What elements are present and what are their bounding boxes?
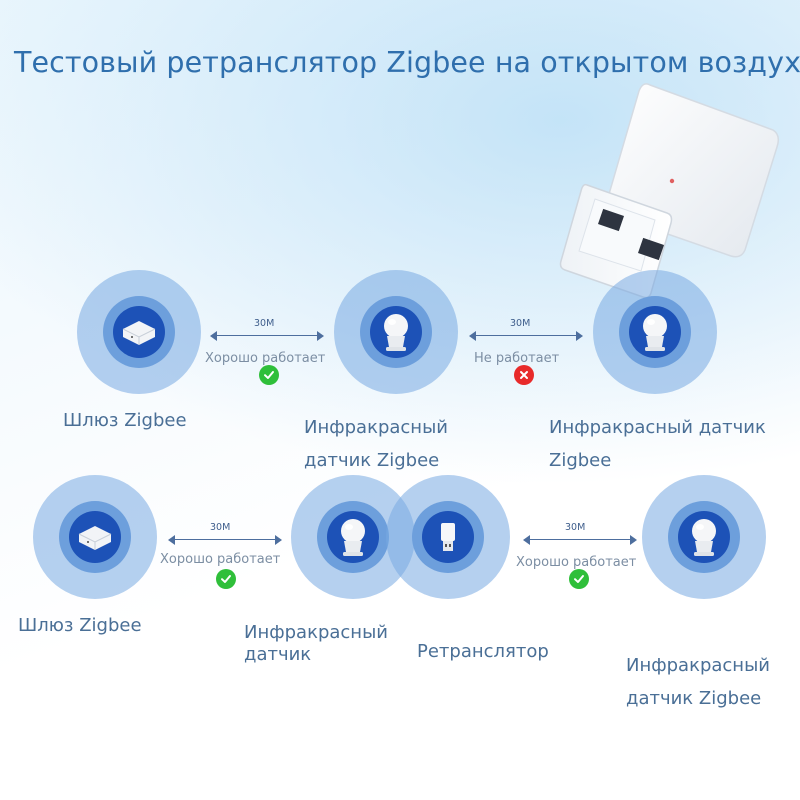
usb-repeater-icon <box>441 523 455 551</box>
double-arrow <box>523 534 637 545</box>
row2-gateway-label: Шлюз Zigbee <box>18 615 142 636</box>
zigbee-gateway-icon <box>78 526 112 550</box>
row2-gateway-node <box>33 475 157 599</box>
distance-label: 30M <box>565 522 586 533</box>
infrared-sensor-icon <box>643 314 667 351</box>
link-status-text: Не работает <box>474 351 560 366</box>
row1-gateway-label: Шлюз Zigbee <box>63 410 187 431</box>
row2-repeater-node <box>386 475 510 599</box>
row2-far-sensor-label: Инфракрасный датчик Zigbee <box>626 655 770 709</box>
check-icon <box>569 569 589 589</box>
page-title: Тестовый ретранслятор Zigbee на открытом… <box>14 46 800 79</box>
row1-sensor-node <box>334 270 458 394</box>
check-icon <box>259 365 279 385</box>
distance-label: 30M <box>254 318 275 329</box>
double-arrow <box>210 330 324 341</box>
row1-gateway-node <box>77 270 201 394</box>
row1-far-sensor-node <box>593 270 717 394</box>
infrared-sensor-icon <box>384 314 408 351</box>
usb-repeater-product-image <box>559 83 780 299</box>
check-icon <box>216 569 236 589</box>
row2-sensor-label: Инфракрасный датчик <box>244 622 388 665</box>
row2-far-sensor-node <box>642 475 766 599</box>
double-arrow <box>168 534 282 545</box>
double-arrow <box>469 330 583 341</box>
row1-sensor-label: Инфракрасный датчик Zigbee <box>304 417 448 471</box>
zigbee-gateway-icon <box>122 321 156 345</box>
row2-repeater-label: Ретранслятор <box>417 641 549 662</box>
infrared-sensor-icon <box>341 519 365 556</box>
link-status-text: Хорошо работает <box>160 552 281 567</box>
infrared-sensor-icon <box>692 519 716 556</box>
cross-icon <box>514 365 534 385</box>
distance-label: 30M <box>510 318 531 329</box>
link-status-text: Хорошо работает <box>516 555 637 570</box>
distance-label: 30M <box>210 522 231 533</box>
row1-far-sensor-label: Инфракрасный датчик Zigbee <box>549 417 766 471</box>
link-status-text: Хорошо работает <box>205 351 326 366</box>
